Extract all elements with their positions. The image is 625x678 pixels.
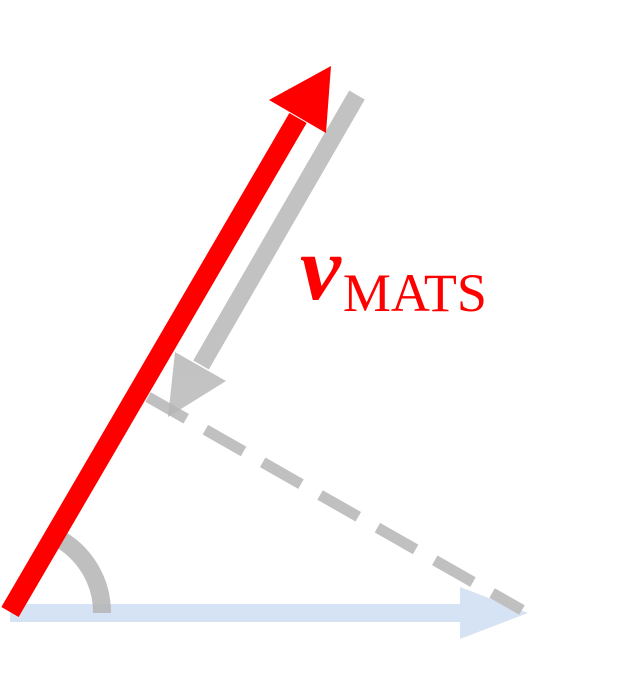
gray-return-shaft <box>193 90 365 370</box>
velocity-label: vMATS <box>300 222 487 342</box>
projection-dashed-line <box>145 392 525 615</box>
baseline-arrow <box>10 587 528 639</box>
velocity-subscript: MATS <box>342 263 487 323</box>
velocity-shaft <box>1 112 307 618</box>
velocity-symbol: v <box>300 217 341 319</box>
angle-arc <box>51 529 112 614</box>
velocity-arrowhead <box>269 66 331 133</box>
baseline-arrowhead <box>460 587 528 639</box>
gray-return-arrowhead <box>168 352 226 417</box>
velocity-vector <box>1 66 331 618</box>
gray-return-arrow <box>168 90 365 417</box>
